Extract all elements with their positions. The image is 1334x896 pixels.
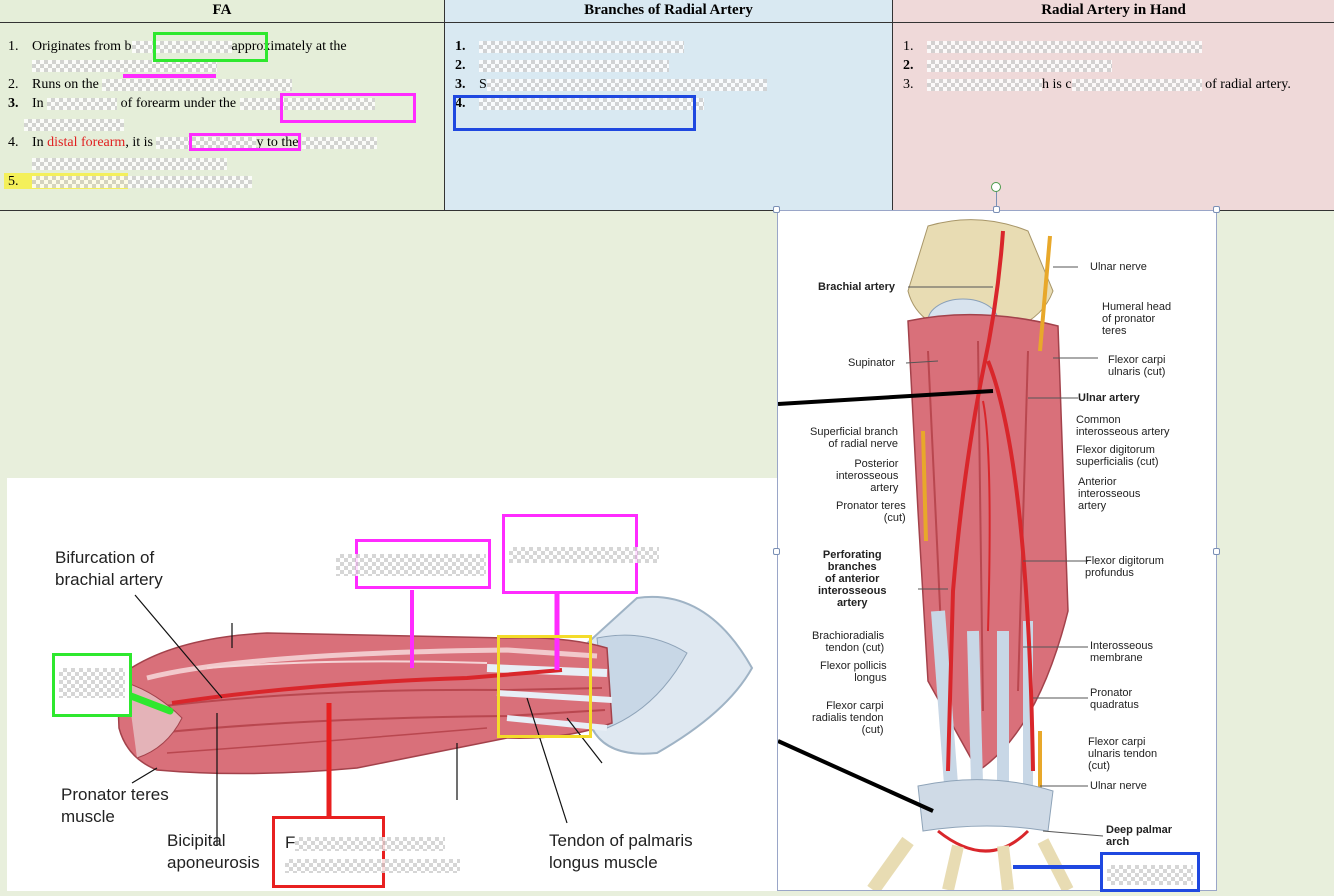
label-palmaris-tendon: Tendon of palmaris longus muscle: [549, 831, 693, 872]
redacted-text: [24, 118, 124, 131]
redacted-text: [301, 136, 377, 149]
redacted-text: [47, 97, 118, 110]
branch-row-1[interactable]: 1.: [455, 39, 684, 55]
fa-row-1-cont: [32, 58, 217, 74]
green-answer-box[interactable]: [153, 32, 268, 62]
anterior-forearm-drawing: [777, 219, 1104, 895]
redacted-text: [479, 97, 704, 110]
redacted-text: [1071, 78, 1202, 91]
fa-row-3[interactable]: 3.In of forearm under the: [8, 96, 375, 112]
redacted-text: [927, 59, 1112, 72]
forearm-drawing: [106, 581, 754, 846]
redacted-text: [32, 157, 227, 170]
label-fds: Flexor digitorum superficialis (cut): [1076, 444, 1159, 468]
magenta-label-box-2[interactable]: [502, 514, 659, 594]
label-fcu: Flexor carpi ulnaris (cut): [1108, 354, 1166, 378]
label-humeral-head: Humeral head of pronator teres: [1102, 301, 1172, 337]
blue-answer-box[interactable]: [453, 95, 696, 131]
red-label-box[interactable]: F: [272, 816, 460, 888]
label-fdp: Flexor digitorum profundus: [1085, 555, 1164, 579]
label-pronator-quadratus: Pronator quadratus: [1090, 687, 1139, 711]
label-common-interosseous: Common interosseous artery: [1076, 414, 1170, 438]
label-ulnar-artery: Ulnar artery: [1078, 392, 1140, 404]
redacted-label: [336, 554, 486, 576]
label-supinator: Supinator: [848, 357, 896, 369]
redacted-text: [479, 40, 684, 53]
blue-label-box[interactable]: [1100, 852, 1200, 892]
redacted-label: [509, 547, 659, 563]
label-interosseous-membrane: Interosseous membrane: [1090, 640, 1153, 664]
magenta-label-box-1[interactable]: [336, 539, 491, 589]
branch-row-3[interactable]: 3.S: [455, 77, 767, 93]
label-fcr-tendon: Flexor carpi radialis tendon (cut): [812, 700, 884, 736]
column-header-branches: Branches of Radial Artery: [445, 0, 892, 23]
redacted-text: [479, 59, 669, 72]
redacted-text: [102, 78, 293, 91]
redacted-label: [1107, 865, 1193, 885]
label-ulnar-nerve-top: Ulnar nerve: [1090, 261, 1147, 273]
rotate-handle-icon[interactable]: [991, 182, 1001, 192]
magenta-answer-box-2[interactable]: [189, 133, 301, 151]
branch-row-2[interactable]: 2.: [455, 58, 669, 74]
resize-handle-mr[interactable]: [1213, 548, 1220, 555]
magenta-highlight: [123, 74, 216, 78]
fa-row-5[interactable]: 5.: [8, 174, 252, 190]
redacted-label: [295, 837, 445, 851]
green-label-box[interactable]: [52, 653, 132, 717]
hand-row-3[interactable]: 3.h is c of radial artery.: [903, 77, 1291, 92]
redacted-text: [239, 97, 375, 110]
column-header-fa: FA: [0, 0, 444, 23]
redacted-text: [927, 78, 1042, 91]
label-posterior-interosseous: Posterior interosseous artery: [836, 458, 899, 494]
fa-row-4[interactable]: 4.In distal forearm, it is y to the: [8, 135, 377, 151]
resize-handle-tr[interactable]: [1213, 206, 1220, 213]
yellow-region-box[interactable]: [497, 635, 592, 738]
column-header-hand: Radial Artery in Hand: [893, 0, 1334, 23]
redacted-text: [927, 40, 1202, 53]
redacted-text: [156, 136, 257, 149]
fa-row-2[interactable]: 2.Runs on the: [8, 77, 293, 93]
fa-row-3-cont: [24, 117, 124, 133]
resize-handle-ml[interactable]: [773, 548, 780, 555]
label-superficial-branch: Superficial branch of radial nerve: [810, 426, 899, 450]
column-hand: Radial Artery in Hand 1. 2. 3.h is c of …: [893, 0, 1334, 210]
fa-row-4-cont: [32, 156, 227, 172]
label-brachial-artery: Brachial artery: [818, 281, 896, 293]
redacted-text: [32, 59, 217, 72]
hand-row-1[interactable]: 1.: [903, 39, 1202, 55]
label-pronator-teres-cut: Pronator teres (cut): [836, 500, 906, 524]
label-pronator-teres: Pronator teres muscle: [61, 785, 169, 826]
label-bifurcation: Bifurcation of brachial artery: [55, 548, 163, 589]
label-fpl: Flexor pollicis longus: [820, 660, 887, 684]
resize-handle-tm[interactable]: [993, 206, 1000, 213]
label-brachioradialis: Brachioradialis tendon (cut): [812, 630, 885, 654]
label-anterior-interosseous: Anterior interosseous artery: [1078, 476, 1141, 512]
resize-handle-tl[interactable]: [773, 206, 780, 213]
redacted-label: [59, 668, 125, 698]
redacted-text: [32, 175, 252, 188]
magenta-answer-box[interactable]: [280, 93, 416, 123]
redacted-text: [131, 40, 232, 53]
label-ulnar-nerve-bottom: Ulnar nerve: [1090, 780, 1147, 792]
hand-row-2[interactable]: 2.: [903, 58, 1112, 74]
rotate-stem: [996, 190, 997, 206]
label-bicipital: Bicipital aponeurosis: [167, 831, 260, 872]
label-perforating-branches: Perforating branches of anterior interos…: [818, 549, 887, 609]
label-deep-palmar-arch: Deep palmar arch: [1106, 824, 1173, 848]
anterior-forearm-illustration[interactable]: Ulnar nerve Brachial artery Humeral head…: [777, 210, 1217, 895]
redacted-text: [486, 78, 767, 91]
forearm-illustration[interactable]: Bifurcation of brachial artery Pronator …: [7, 478, 777, 891]
redacted-label: [285, 859, 460, 873]
label-fcu-tendon: Flexor carpi ulnaris tendon (cut): [1088, 736, 1158, 772]
column-branches: Branches of Radial Artery 1. 2. 3.S 4.: [445, 0, 893, 210]
branch-row-4[interactable]: 4.: [455, 96, 704, 112]
